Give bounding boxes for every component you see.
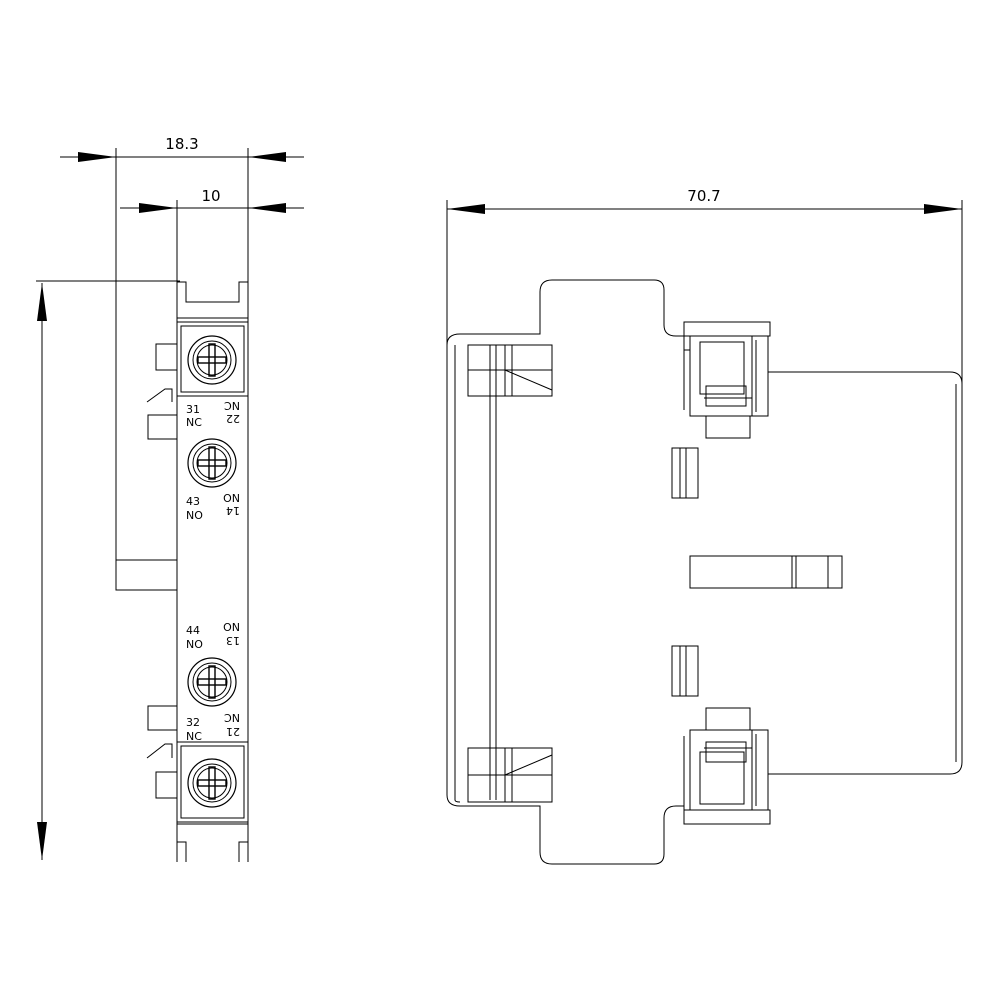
side-view [446, 279, 963, 865]
terminal-number: 14 [226, 504, 240, 517]
front-view [115, 281, 249, 862]
terminal-type: NO [186, 509, 203, 522]
dimension-label-overall-width: 18.3 [165, 135, 198, 153]
terminal-type: NO [186, 638, 203, 651]
dimension-label-depth: 70.7 [687, 187, 720, 205]
terminal-type: NO [223, 491, 240, 504]
terminal-number: 31 [186, 403, 200, 416]
terminal-labels: 31 NC NC 22 43 NO NO 14 44 NO NO 13 32 N… [186, 399, 240, 743]
terminal-number: 13 [226, 634, 240, 647]
terminal-type: NC [224, 399, 240, 412]
terminal-number: 44 [186, 624, 200, 637]
terminal-type: NC [186, 730, 202, 743]
terminal-number: 32 [186, 716, 200, 729]
terminal-number: 43 [186, 495, 200, 508]
terminal-label-43-14: 43 NO NO 14 [186, 491, 240, 522]
dimension-18-3: 18.3 [60, 135, 304, 560]
terminal-label-32-21: 32 NC NC 21 [186, 711, 240, 743]
terminal-label-44-13: 44 NO NO 13 [186, 620, 240, 651]
terminal-type: NO [223, 620, 240, 633]
dimension-label-body-width: 10 [201, 187, 220, 205]
terminal-number: 22 [226, 412, 240, 425]
terminal-type: NC [186, 416, 202, 429]
dimension-70-7: 70.7 [446, 187, 963, 420]
dimension-10: 10 [120, 187, 304, 282]
dimension-height [36, 280, 180, 860]
terminal-type: NC [224, 711, 240, 724]
terminal-label-31-22: 31 NC NC 22 [186, 399, 240, 429]
terminal-number: 21 [226, 725, 240, 738]
